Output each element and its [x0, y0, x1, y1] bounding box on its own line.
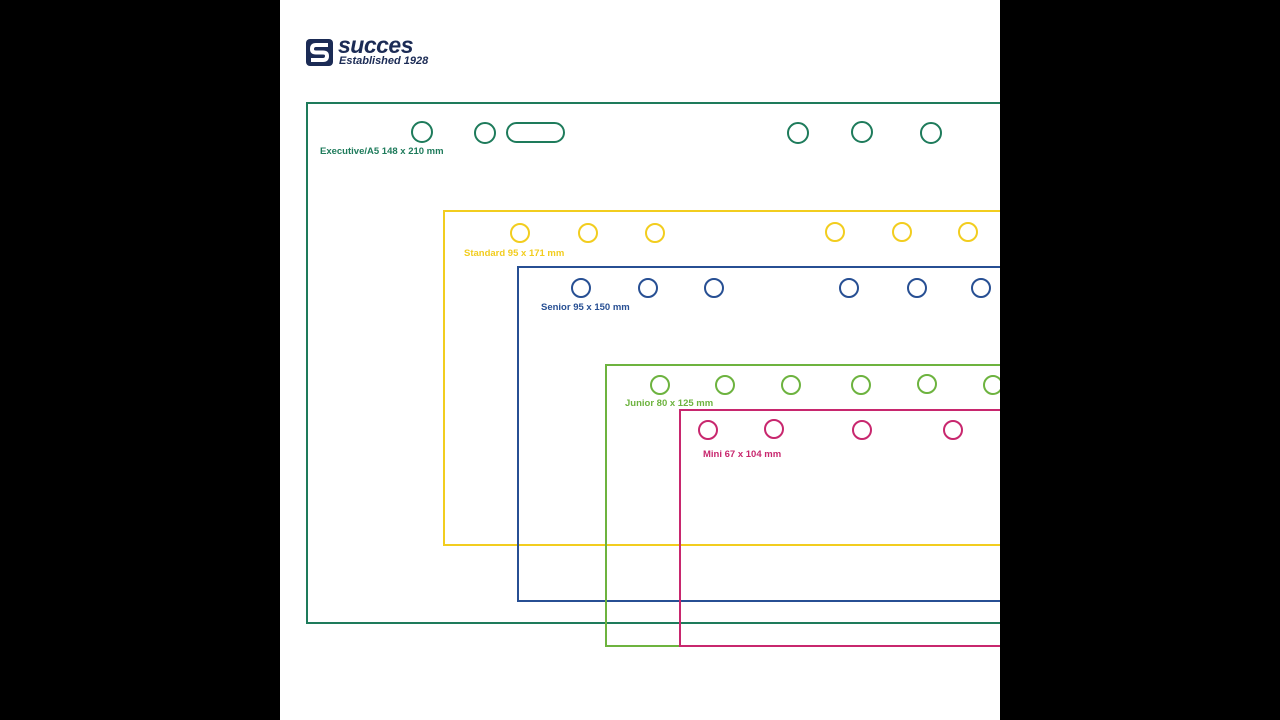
- size-senior: Senior 95 x 150 mm: [517, 266, 1000, 602]
- slot-hole: [506, 122, 565, 143]
- punch-hole: [920, 122, 942, 144]
- punch-hole: [851, 121, 873, 143]
- size-label-executive: Executive/A5 148 x 210 mm: [320, 146, 444, 157]
- punch-hole: [971, 278, 991, 298]
- frame-executive: [306, 102, 1000, 624]
- frame-senior: [517, 266, 1000, 602]
- punch-hole: [698, 420, 718, 440]
- punch-hole: [578, 223, 598, 243]
- diagram-panel: succes Established 1928 Executive/A5 148…: [280, 0, 1000, 720]
- punch-hole: [907, 278, 927, 298]
- frame-mini: [679, 409, 1000, 647]
- size-mini: Mini 67 x 104 mm: [679, 409, 1000, 647]
- size-label-mini: Mini 67 x 104 mm: [703, 449, 781, 460]
- punch-hole: [704, 278, 724, 298]
- organizer-sizes-diagram: Executive/A5 148 x 210 mm Standard 95 x …: [306, 102, 1000, 647]
- size-junior: Junior 80 x 125 mm: [605, 364, 1000, 647]
- punch-hole: [638, 278, 658, 298]
- punch-hole: [958, 222, 978, 242]
- punch-hole: [645, 223, 665, 243]
- punch-hole: [411, 121, 433, 143]
- punch-hole: [851, 375, 871, 395]
- punch-hole: [474, 122, 496, 144]
- punch-hole: [650, 375, 670, 395]
- punch-hole: [852, 420, 872, 440]
- punch-hole: [983, 375, 1000, 395]
- size-label-senior: Senior 95 x 150 mm: [541, 302, 630, 313]
- punch-hole: [715, 375, 735, 395]
- punch-hole: [781, 375, 801, 395]
- frame-standard: [443, 210, 1000, 546]
- logo-mark-icon: [306, 39, 333, 66]
- punch-hole: [510, 223, 530, 243]
- punch-hole: [787, 122, 809, 144]
- size-executive: Executive/A5 148 x 210 mm: [306, 102, 1000, 624]
- punch-hole: [943, 420, 963, 440]
- punch-hole: [892, 222, 912, 242]
- logo-brand: succes: [338, 32, 414, 58]
- size-label-standard: Standard 95 x 171 mm: [464, 248, 564, 259]
- punch-hole: [825, 222, 845, 242]
- size-standard: Standard 95 x 171 mm: [443, 210, 1000, 546]
- punch-hole: [839, 278, 859, 298]
- size-label-junior: Junior 80 x 125 mm: [625, 398, 713, 409]
- punch-hole: [917, 374, 937, 394]
- punch-hole: [764, 419, 784, 439]
- punch-hole: [571, 278, 591, 298]
- logo-tagline: Established 1928: [339, 55, 429, 67]
